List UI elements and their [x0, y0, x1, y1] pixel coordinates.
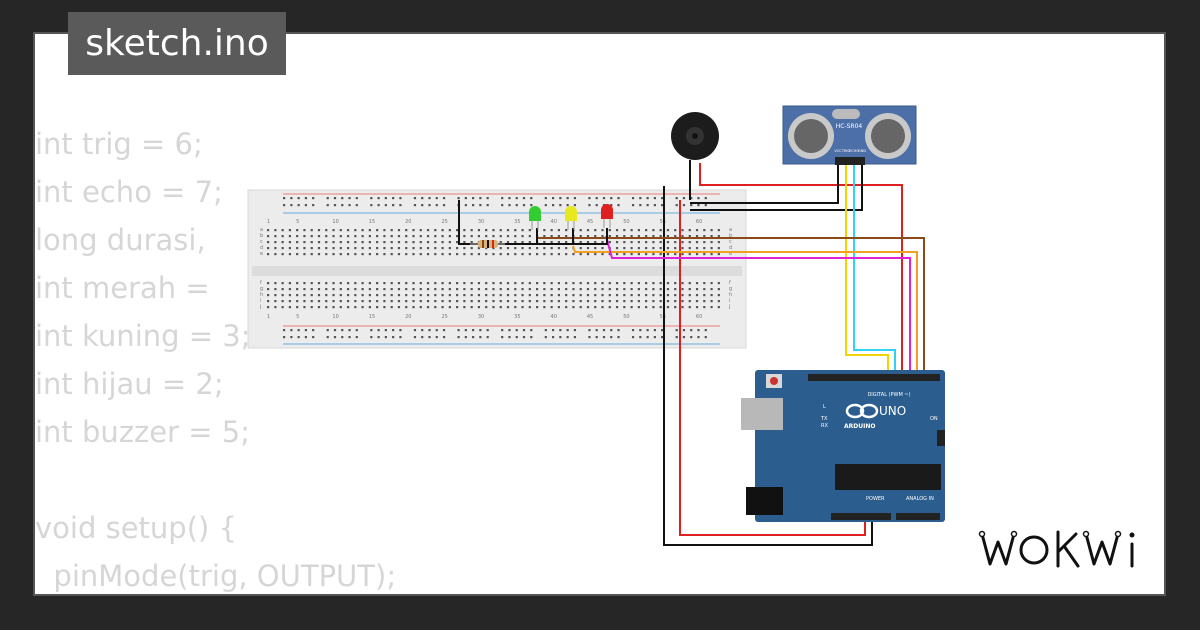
- code-line: int buzzer = 5;: [35, 415, 250, 449]
- breadboard-holes: [267, 197, 720, 339]
- wires: [458, 163, 925, 546]
- breadboard-row-letter: j: [259, 304, 261, 310]
- breadboard-column-number: 50: [623, 219, 629, 225]
- breadboard-column-number: 55: [660, 219, 666, 225]
- arduino-uno[interactable]: DIGITAL (PWM ~) UNO ARDUINO POWER ANALOG…: [741, 370, 945, 522]
- breadboard-column-number: 10: [332, 314, 338, 320]
- breadboard-column-number: 5: [296, 314, 299, 320]
- wire-cyan-echo: [853, 165, 896, 372]
- breadboard-column-number: 35: [514, 219, 520, 225]
- led-green[interactable]: [529, 206, 541, 230]
- wire-yellow-trig: [845, 165, 889, 372]
- breadboard-row-letter: e: [729, 251, 732, 257]
- breadboard-column-number: 5: [296, 219, 299, 225]
- code-line: int hijau = 2;: [35, 367, 224, 401]
- breadboard-column-number: 1: [267, 314, 270, 320]
- wire-black-gnd: [663, 186, 873, 546]
- led-label-l: L: [823, 404, 826, 410]
- breadboard-row-letter: j: [728, 304, 730, 310]
- breadboard-row-letter: d: [260, 245, 263, 251]
- breadboard-column-number: 30: [478, 314, 484, 320]
- breadboard-row-letter: h: [260, 292, 263, 298]
- breadboard-row-letter: h: [729, 292, 732, 298]
- file-title-tab[interactable]: sketch.ino: [68, 12, 286, 75]
- wokwi-logo-icon: [978, 530, 1135, 568]
- breadboard-column-number: 10: [332, 219, 338, 225]
- breadboard-column-number: 45: [587, 219, 593, 225]
- breadboard-column-number: 25: [441, 314, 447, 320]
- breadboard-column-number: 60: [696, 219, 702, 225]
- code-line: int echo = 7;: [35, 175, 223, 209]
- sensor-pin-label: TRIG: [841, 149, 851, 153]
- wire-black-sensor-gnd: [690, 165, 863, 211]
- breadboard-row-letter: b: [729, 233, 732, 239]
- board-model: UNO: [879, 404, 906, 418]
- wire-magenta: [605, 235, 911, 372]
- sensor-pin-label: VCC: [834, 149, 842, 153]
- buzzer[interactable]: [671, 112, 719, 200]
- code-line: int kuning = 3;: [35, 319, 251, 353]
- power-label: POWER: [866, 496, 885, 502]
- code-line: int trig = 6;: [35, 127, 203, 161]
- on-label: ON: [930, 416, 938, 422]
- breadboard-row-letter: e: [260, 251, 263, 257]
- code-editor: int trig = 6; int echo = 7; long durasi,…: [35, 120, 396, 600]
- breadboard-column-number: 20: [405, 219, 411, 225]
- breadboard-column-number: 1: [267, 219, 270, 225]
- wire-red-5v: [679, 200, 866, 536]
- breadboard-row-letter: d: [729, 245, 732, 251]
- breadboard-row-letter: a: [260, 227, 263, 233]
- breadboard-row-letter: g: [260, 286, 263, 292]
- breadboard-row-letter: f: [260, 280, 262, 286]
- sensor-label: HC-SR04: [836, 123, 863, 130]
- breadboard-row-letter: i: [729, 298, 730, 304]
- breadboard-row-letter: g: [729, 286, 732, 292]
- breadboard-column-number: 40: [551, 219, 557, 225]
- breadboard-column-number: 20: [405, 314, 411, 320]
- breadboard-column-number: 40: [551, 314, 557, 320]
- breadboard-row-letter: a: [729, 227, 732, 233]
- breadboard-row-letter: c: [729, 239, 732, 245]
- code-line: long durasi,: [35, 223, 206, 257]
- arduino-logo-icon: [845, 403, 879, 419]
- wire-black-led-gnd: [458, 200, 608, 245]
- breadboard-column-number: 50: [623, 314, 629, 320]
- wire-brown: [537, 237, 925, 372]
- breadboard-row-letter: b: [260, 233, 263, 239]
- sensor-pin-label: ECHO: [849, 149, 859, 153]
- breadboard-column-number: 25: [441, 219, 447, 225]
- code-line: int merah =: [35, 271, 210, 305]
- breadboard-column-number: 35: [514, 314, 520, 320]
- breadboard-column-number: 15: [369, 314, 375, 320]
- breadboard-column-number: 15: [369, 219, 375, 225]
- breadboard-column-number: 45: [587, 314, 593, 320]
- code-line: pinMode(trig, OUTPUT);: [35, 559, 397, 593]
- analog-label: ANALOG IN: [906, 496, 934, 502]
- digital-header-label: DIGITAL (PWM ~): [867, 392, 910, 398]
- led-yellow[interactable]: [565, 206, 577, 230]
- led-label-tx: TX: [820, 416, 828, 422]
- breadboard-row-letter: i: [260, 298, 261, 304]
- breadboard-row-letter: c: [260, 239, 263, 245]
- wire-red-vcc: [699, 163, 903, 372]
- sensor-pin-label: GND: [858, 149, 866, 153]
- led-red[interactable]: [601, 204, 613, 228]
- wokwi-logo[interactable]: [976, 526, 1146, 582]
- led-label-rx: RX: [821, 423, 828, 429]
- resistor: [470, 240, 505, 248]
- breadboard-row-letter: f: [729, 280, 731, 286]
- wire-orange: [572, 245, 918, 372]
- breadboard-column-number: 30: [478, 219, 484, 225]
- ultrasonic-sensor[interactable]: HC-SR04 VCC TRIG ECHO GND: [782, 105, 917, 165]
- wire-black-sensor: [690, 165, 839, 204]
- code-line: void setup() {: [35, 511, 237, 545]
- breadboard-column-number: 60: [696, 314, 702, 320]
- board-brand: ARDUINO: [844, 423, 875, 430]
- breadboard-column-number: 55: [660, 314, 666, 320]
